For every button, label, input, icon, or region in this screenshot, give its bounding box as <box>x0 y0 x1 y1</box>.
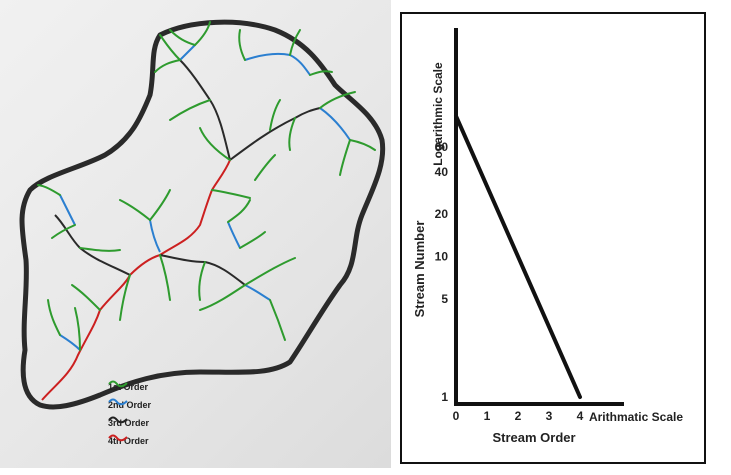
squiggle-blue-icon <box>108 398 128 406</box>
third-order-channel <box>54 214 131 276</box>
x-tick-label: 4 <box>577 409 584 423</box>
second-order-channel <box>179 44 196 61</box>
squiggle-red-icon <box>108 434 128 442</box>
first-order-channel <box>199 127 231 161</box>
first-order-channel <box>159 34 181 61</box>
first-order-channel <box>239 231 266 249</box>
basin-boundary <box>19 19 386 410</box>
legend-label: 2nd Order <box>108 400 152 410</box>
x-tick-label: 3 <box>546 409 553 423</box>
squiggle-green-icon <box>108 380 128 388</box>
chart-canvas: Logarithmic Scale Stream Number Arithmat… <box>412 28 683 445</box>
first-order-channel <box>269 99 281 131</box>
first-order-channel <box>169 99 211 121</box>
first-order-channel <box>211 189 251 199</box>
x-tick-label: 0 <box>453 409 460 423</box>
first-order-channel <box>119 199 151 221</box>
second-order-channel <box>319 107 351 141</box>
y-tick-label: 10 <box>435 250 449 264</box>
first-order-channel <box>198 261 206 301</box>
first-order-channel <box>79 247 121 252</box>
first-order-channel <box>47 299 61 336</box>
first-order-channel <box>254 154 276 181</box>
first-order-channel <box>119 274 131 321</box>
y-tick-label: 40 <box>435 165 449 179</box>
first-order-channel <box>319 91 356 109</box>
first-order-channel <box>194 21 211 46</box>
stream-order-chart: Logarithmic Scale Stream Number Arithmat… <box>400 12 706 464</box>
legend-label: 3rd Order <box>108 418 150 428</box>
squiggle-black-icon <box>108 416 128 424</box>
second-order-channel <box>244 52 311 76</box>
stream-number-trend-line <box>454 114 582 399</box>
legend-item-1st-order: 1st Order <box>108 378 148 396</box>
fourth-order-channel <box>41 159 231 401</box>
first-order-channel <box>288 117 296 151</box>
legend-item-2nd-order: 2nd Order <box>108 396 151 414</box>
second-order-channel <box>227 221 241 249</box>
y-axis-label: Stream Number <box>412 221 427 318</box>
first-order-channel <box>154 59 181 73</box>
drainage-basin-drawing <box>19 19 386 410</box>
first-order-channel <box>309 70 333 76</box>
y-tick-label: 60 <box>435 140 449 154</box>
first-order-channel <box>227 199 251 223</box>
second-order-channel <box>244 284 271 301</box>
y-scale-label: Logarithmic Scale <box>431 62 445 166</box>
legend-label: 4th Order <box>108 436 149 446</box>
second-order-channel <box>59 334 81 351</box>
first-order-channel <box>289 29 301 56</box>
first-order-channel <box>349 139 376 151</box>
third-order-channel <box>229 107 321 161</box>
first-order-channel <box>269 299 286 341</box>
first-order-channel <box>238 29 246 61</box>
first-order-channel <box>149 189 171 221</box>
first-order-channel <box>339 139 351 176</box>
drainage-basin-photo: 1st Order 2nd Order 3rd Order 4th Order <box>0 0 391 468</box>
first-order-channel <box>244 257 296 286</box>
legend-item-3rd-order: 3rd Order <box>108 414 149 432</box>
x-tick-label: 2 <box>515 409 522 423</box>
first-order-channel <box>51 224 76 239</box>
first-order-channel <box>159 254 171 301</box>
legend-item-4th-order: 4th Order <box>108 432 149 450</box>
y-tick-label: 20 <box>435 207 449 221</box>
y-tick-label: 1 <box>441 390 448 404</box>
x-axis-label: Stream Order <box>492 430 575 445</box>
x-tick-label: 1 <box>484 409 491 423</box>
first-order-channel <box>169 29 196 46</box>
x-scale-label: Arithmatic Scale <box>589 410 683 424</box>
second-order-channel <box>149 219 161 253</box>
first-order-channel <box>71 284 101 311</box>
legend-label: 1st Order <box>108 382 149 392</box>
second-order-channel <box>59 194 76 226</box>
first-order-channel <box>74 307 81 351</box>
first-order-channel <box>37 184 61 196</box>
first-order-channel <box>199 284 246 311</box>
y-tick-label: 5 <box>441 292 448 306</box>
